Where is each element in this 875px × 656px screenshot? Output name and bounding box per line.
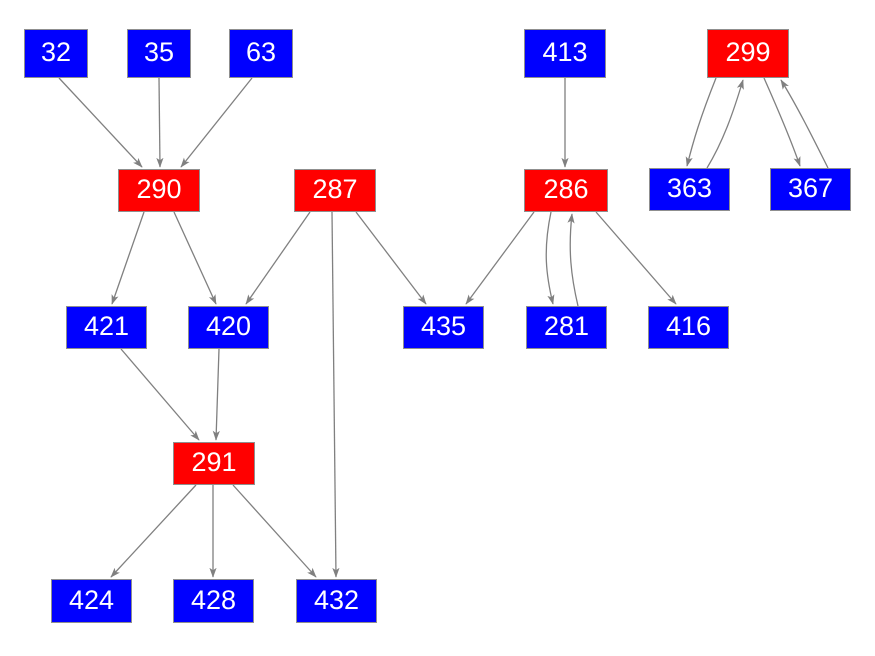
graph-node-label: 291: [191, 447, 237, 477]
graph-node-421[interactable]: 421: [66, 306, 147, 349]
edge-299-to-367: [763, 77, 801, 167]
edge-286-to-281: [545, 211, 555, 305]
graph-node-367[interactable]: 367: [770, 168, 851, 211]
graph-node-413[interactable]: 413: [524, 29, 606, 78]
graph-node-label: 421: [83, 311, 130, 341]
graph-node-281[interactable]: 281: [526, 306, 607, 349]
graph-node-label: 290: [136, 174, 182, 204]
graph-node-label: 435: [420, 311, 467, 341]
graph-node-287[interactable]: 287: [294, 169, 376, 212]
graph-node-label: 367: [787, 173, 834, 203]
graph-node-label: 424: [68, 584, 115, 615]
edge-32-to-290: [58, 77, 143, 168]
graph-node-290[interactable]: 290: [118, 169, 200, 212]
graph-node-35[interactable]: 35: [127, 29, 191, 78]
edge-287-to-420: [245, 211, 311, 305]
edge-287-to-432: [331, 211, 340, 578]
graph-node-63[interactable]: 63: [229, 29, 293, 78]
edge-291-to-424: [110, 484, 197, 578]
graph-node-label: 299: [725, 37, 771, 67]
edge-281-to-286: [567, 213, 579, 307]
graph-node-432[interactable]: 432: [296, 579, 377, 623]
graph-node-label: 416: [665, 311, 712, 341]
graph-node-label: 432: [313, 584, 360, 615]
graph-node-label: 63: [245, 37, 277, 67]
graph-node-label: 281: [543, 311, 590, 341]
edge-290-to-420: [173, 211, 217, 305]
graph-node-299[interactable]: 299: [707, 29, 789, 78]
edge-286-to-435: [465, 211, 535, 305]
edge-287-to-435: [355, 211, 427, 305]
graph-node-435[interactable]: 435: [403, 306, 484, 349]
graph-node-label: 420: [205, 311, 252, 341]
graph-node-428[interactable]: 428: [173, 579, 254, 623]
graph-node-label: 286: [543, 174, 589, 204]
graph-node-420[interactable]: 420: [188, 306, 269, 349]
graph-node-label: 363: [666, 173, 713, 203]
edge-291-to-432: [232, 484, 317, 578]
edge-286-to-416: [595, 211, 677, 305]
edge-290-to-421: [111, 211, 145, 305]
edge-35-to-290: [156, 77, 164, 168]
edge-363-to-299: [706, 79, 744, 169]
graph-node-label: 287: [312, 174, 358, 204]
graph-node-424[interactable]: 424: [51, 579, 132, 623]
graph-node-label: 35: [143, 37, 175, 67]
graph-node-291[interactable]: 291: [173, 442, 255, 485]
graph-node-32[interactable]: 32: [24, 29, 88, 78]
graph-node-286[interactable]: 286: [524, 169, 608, 212]
graph-node-label: 428: [190, 584, 237, 615]
graph-node-label: 32: [40, 37, 72, 67]
edge-421-to-291: [120, 348, 200, 441]
edge-420-to-291: [212, 348, 220, 441]
edge-299-to-363: [685, 77, 717, 167]
edge-367-to-299: [780, 79, 829, 169]
edge-63-to-290: [180, 77, 253, 168]
graph-node-416[interactable]: 416: [648, 306, 729, 349]
graph-node-363[interactable]: 363: [649, 168, 730, 211]
graph-node-label: 413: [542, 37, 588, 67]
